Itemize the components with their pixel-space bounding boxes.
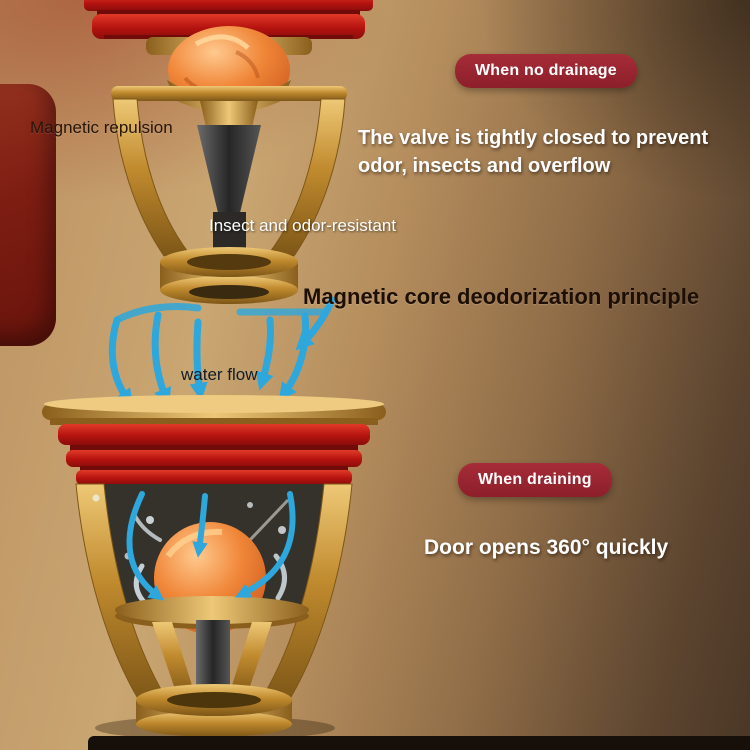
gold-cage-top <box>111 86 347 257</box>
principle-heading: Magnetic core deodorization principle <box>303 284 700 309</box>
draining-description: Door opens 360° quickly <box>424 536 669 559</box>
closed-valve-illustration <box>84 0 373 304</box>
gold-cup <box>167 80 291 113</box>
water-flow-label: water flow <box>181 365 258 384</box>
magnetic-repulsion-label: Magnetic repulsion <box>30 118 173 137</box>
no-drainage-description: The valve is tightly closed to prevent o… <box>358 127 709 177</box>
valve-foot-top <box>160 247 298 304</box>
bottom-dark-edge <box>88 736 750 750</box>
gold-top-plate <box>42 395 386 425</box>
badge-no-drainage: When no drainage <box>455 54 637 88</box>
water-flow-arrows <box>108 296 336 408</box>
valve-core-cone <box>197 101 261 264</box>
seal-flange-bottom <box>58 424 370 485</box>
badge-draining-label: When draining <box>478 471 592 488</box>
insect-resistant-label: Insect and odor-resistant <box>209 216 397 235</box>
valve-foot-bottom <box>136 684 292 737</box>
draining-arrows <box>126 491 296 601</box>
left-red-accent-shape <box>0 84 56 346</box>
badge-no-drainage-label: When no drainage <box>475 62 617 79</box>
open-valve-illustration <box>42 395 386 740</box>
badge-draining: When draining <box>458 463 612 497</box>
